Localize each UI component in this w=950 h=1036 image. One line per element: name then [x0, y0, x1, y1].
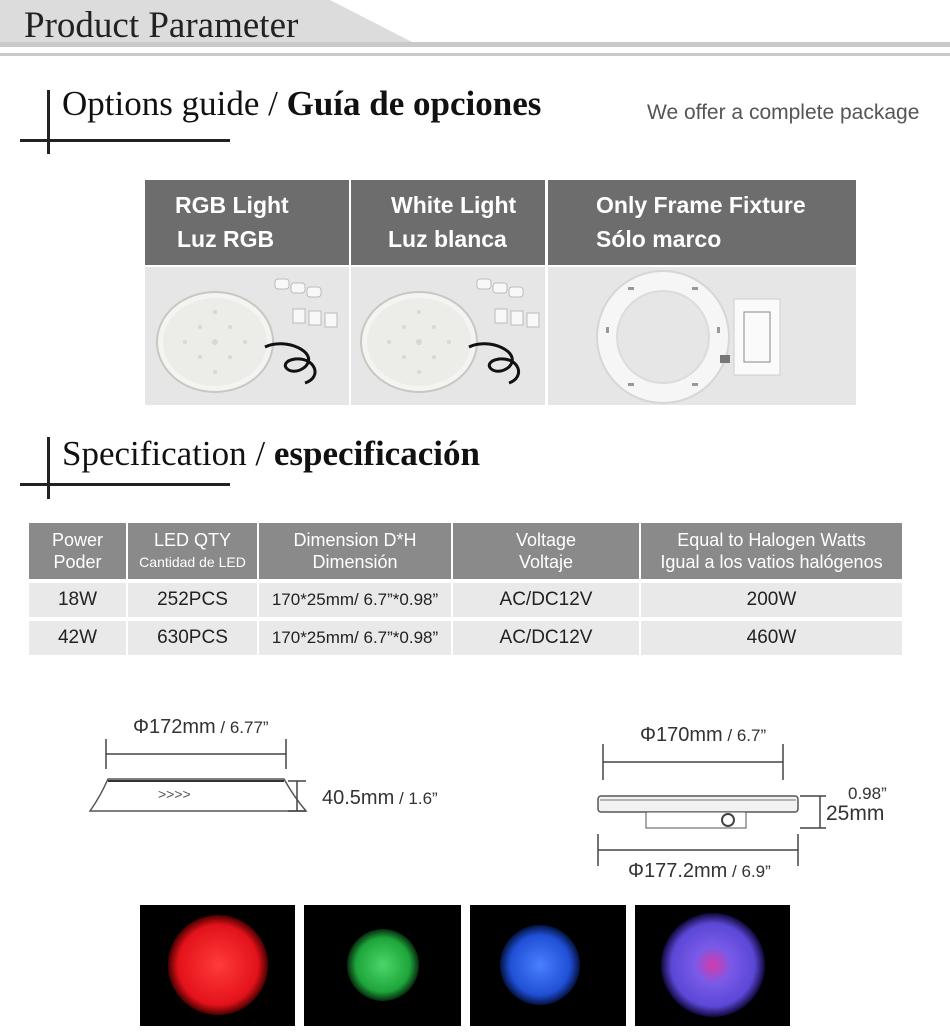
left-profile-drawing: >>>> [88, 739, 308, 812]
spec-header-power: Power Poder [29, 523, 126, 579]
table-cell: 18W [29, 583, 126, 617]
header-line: Voltaje [518, 552, 574, 572]
right-profile-drawing [597, 744, 826, 866]
table-cell: 170*25mm/ 6.7”*0.98” [259, 583, 451, 617]
spec-header-halogen: Equal to Halogen Watts Igual a los vatio… [641, 523, 902, 579]
tagline: We offer a complete package [647, 101, 920, 124]
option-label-es: Luz blanca [388, 226, 507, 252]
spec-header-voltage: Voltage Voltaje [453, 523, 639, 579]
right-diameter-label: Φ170mm / 6.7” [640, 724, 767, 746]
option-header-white: White Light Luz blanca [351, 180, 545, 265]
section-marker-horizontal [20, 483, 230, 486]
table-cell: 42W [29, 621, 126, 655]
left-diameter-label: Φ172mm / 6.77” [133, 716, 269, 738]
header-line: Igual a los vatios halógenos [660, 552, 883, 572]
frame-fixture-image [548, 267, 856, 405]
header-line: Dimensión [312, 552, 398, 572]
option-label-es: Sólo marco [596, 226, 722, 252]
table-cell: 200W [641, 583, 902, 617]
header-line: Voltage [515, 530, 577, 550]
green-light-photo [304, 905, 461, 1026]
section-marker-vertical [47, 90, 50, 154]
left-height-label: 40.5mm / 1.6” [322, 787, 438, 809]
table-cell: 630PCS [128, 621, 257, 655]
table-cell: 252PCS [128, 583, 257, 617]
header-line: Poder [53, 552, 102, 572]
section-marker-vertical [47, 437, 50, 499]
purple-light-photo [635, 905, 790, 1026]
right-outer-diameter-label: Φ177.2mm / 6.9” [628, 860, 771, 882]
white-light-kit-image [351, 267, 545, 405]
option-header-rgb: RGB Light Luz RGB [145, 180, 349, 265]
header-line: Equal to Halogen Watts [677, 530, 866, 550]
page-title: Product Parameter [24, 5, 299, 46]
option-label-en: RGB Light [175, 192, 289, 218]
header-line: Dimension D*H [293, 530, 417, 550]
blue-light-photo [470, 905, 626, 1026]
svg-text:>>>>: >>>> [158, 786, 191, 802]
right-height-in-label: 0.98” [848, 784, 887, 803]
section-marker-horizontal [20, 139, 230, 142]
header-divider-thin [0, 53, 950, 56]
header-line: LED QTY [153, 530, 232, 550]
specification-title: Specification / especificación [62, 434, 480, 473]
option-label-en: White Light [391, 192, 517, 218]
header-divider [0, 42, 950, 47]
spec-header-dimension: Dimension D*H Dimensión [259, 523, 451, 579]
table-cell: AC/DC12V [453, 621, 639, 655]
table-cell: 170*25mm/ 6.7”*0.98” [259, 621, 451, 655]
option-label-en: Only Frame Fixture [596, 192, 806, 218]
option-header-frame: Only Frame Fixture Sólo marco [548, 180, 856, 265]
table-cell: 460W [641, 621, 902, 655]
header-line: Power [51, 530, 104, 550]
rgb-light-kit-image [145, 267, 349, 405]
spec-header-led-qty: LED QTY Cantidad de LED [128, 523, 257, 579]
options-title: Options guide / Guía de opciones [62, 84, 542, 123]
table-cell: AC/DC12V [453, 583, 639, 617]
right-height-label: 25mm [826, 802, 885, 825]
red-light-photo [140, 905, 295, 1026]
option-label-es: Luz RGB [177, 226, 275, 252]
header-line: Cantidad de LED [139, 554, 246, 570]
